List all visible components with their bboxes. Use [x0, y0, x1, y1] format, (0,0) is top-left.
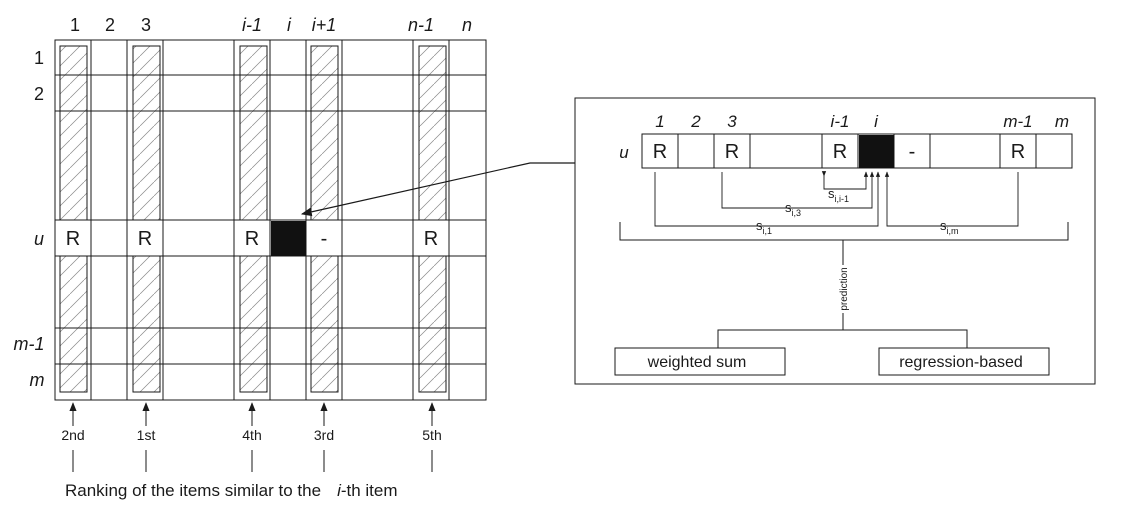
- rating-cell: R: [138, 228, 152, 250]
- rank-label: 3rd: [314, 427, 334, 443]
- matrix-grid: [54, 39, 487, 401]
- item-column-labels: 1 2 3 i-1 i i+1 n-1 n: [70, 15, 472, 35]
- row-label: 1: [34, 48, 44, 68]
- column-label: 3: [141, 15, 151, 35]
- rating-cell: R: [424, 228, 438, 250]
- caption-variable: i: [337, 481, 342, 500]
- row-label: u: [34, 229, 44, 249]
- rating-cell: R: [66, 228, 80, 250]
- method-box-frame: [878, 347, 1050, 376]
- rank-label: 2nd: [61, 427, 84, 443]
- rating-cell: R: [245, 228, 259, 250]
- rank-label: 4th: [242, 427, 261, 443]
- detail-column-label: m-1: [1003, 112, 1032, 131]
- column-label: n: [462, 15, 472, 35]
- detail-column-label: 3: [727, 112, 737, 131]
- detail-rating-cell: R: [725, 141, 739, 163]
- hatched-column-3: [132, 45, 161, 393]
- hatched-column-n-1: [418, 45, 447, 393]
- similarity-label: si,m: [940, 218, 959, 236]
- prediction-label: prediction: [839, 267, 850, 310]
- column-label: n-1: [408, 15, 434, 35]
- caption-suffix: -th item: [341, 481, 398, 500]
- similarity-link-m: [884, 171, 1019, 227]
- hatched-column-i-1: [239, 45, 268, 393]
- similar-item-columns: [59, 45, 447, 393]
- detail-row: R R R - R: [641, 133, 1073, 169]
- user-row-labels: 1 2 u m-1 m: [14, 48, 45, 390]
- rating-matrix: R R R - R 1 2 3 i-1 i i+1 n-1 n 1 2 u m-…: [14, 15, 487, 500]
- column-label: i: [287, 15, 292, 35]
- detail-row-label: u: [619, 143, 629, 162]
- method-box-frame: [614, 347, 786, 376]
- detail-rating-cell: R: [1011, 141, 1025, 163]
- similarity-label: si,i-1: [828, 186, 849, 204]
- caption-prefix: Ranking of the items similar to the: [65, 481, 321, 500]
- similarity-link-3: [721, 171, 875, 209]
- detail-rating-cell: R: [653, 141, 667, 163]
- rank-labels: 2nd 1st 4th 3rd 5th: [61, 427, 441, 443]
- target-rating-cell: [271, 221, 306, 256]
- column-label: 2: [105, 15, 115, 35]
- similarity-label: si,3: [785, 200, 801, 218]
- detail-column-label: i: [874, 112, 879, 131]
- regression-based-box: regression-based: [878, 347, 1050, 376]
- similarity-connectors: [654, 171, 1019, 227]
- similarity-label: si,1: [756, 218, 772, 236]
- row-label: m: [30, 370, 45, 390]
- similarity-link-1: [654, 171, 881, 227]
- rank-label: 1st: [137, 427, 156, 443]
- prediction-detail-panel: 1 2 3 i-1 i m-1 m u R R: [574, 97, 1096, 385]
- column-label: i+1: [312, 15, 337, 35]
- weighted-sum-box: weighted sum: [614, 347, 786, 376]
- empty-rating-cell: -: [321, 228, 328, 250]
- detail-rating-cell: R: [833, 141, 847, 163]
- detail-row-frame: [641, 133, 1073, 169]
- ranking-arrows: [69, 402, 436, 472]
- method-label: regression-based: [899, 354, 1023, 371]
- hatched-column-i+1: [310, 45, 339, 393]
- column-label: i-1: [242, 15, 262, 35]
- detail-column-labels: 1 2 3 i-1 i m-1 m: [655, 112, 1069, 131]
- detail-column-label: m: [1055, 112, 1069, 131]
- aggregation-bracket: [619, 222, 1069, 348]
- similarity-link-i-1: [823, 171, 869, 190]
- detail-column-label: 1: [655, 112, 664, 131]
- ranking-caption: Ranking of the items similar to the i-th …: [65, 481, 398, 500]
- row-label: m-1: [14, 334, 45, 354]
- method-label: weighted sum: [647, 354, 747, 371]
- row-label: 2: [34, 84, 44, 104]
- detail-target-cell: [859, 135, 894, 168]
- detail-column-label: i-1: [831, 112, 850, 131]
- hatched-column-1: [59, 45, 88, 393]
- rank-label: 5th: [422, 427, 441, 443]
- similarity-labels: si,i-1 si,3 si,1 si,m: [756, 186, 959, 236]
- detail-empty-cell: -: [909, 141, 916, 163]
- zoom-connector: [300, 162, 584, 217]
- detail-column-label: 2: [690, 112, 701, 131]
- column-label: 1: [70, 15, 80, 35]
